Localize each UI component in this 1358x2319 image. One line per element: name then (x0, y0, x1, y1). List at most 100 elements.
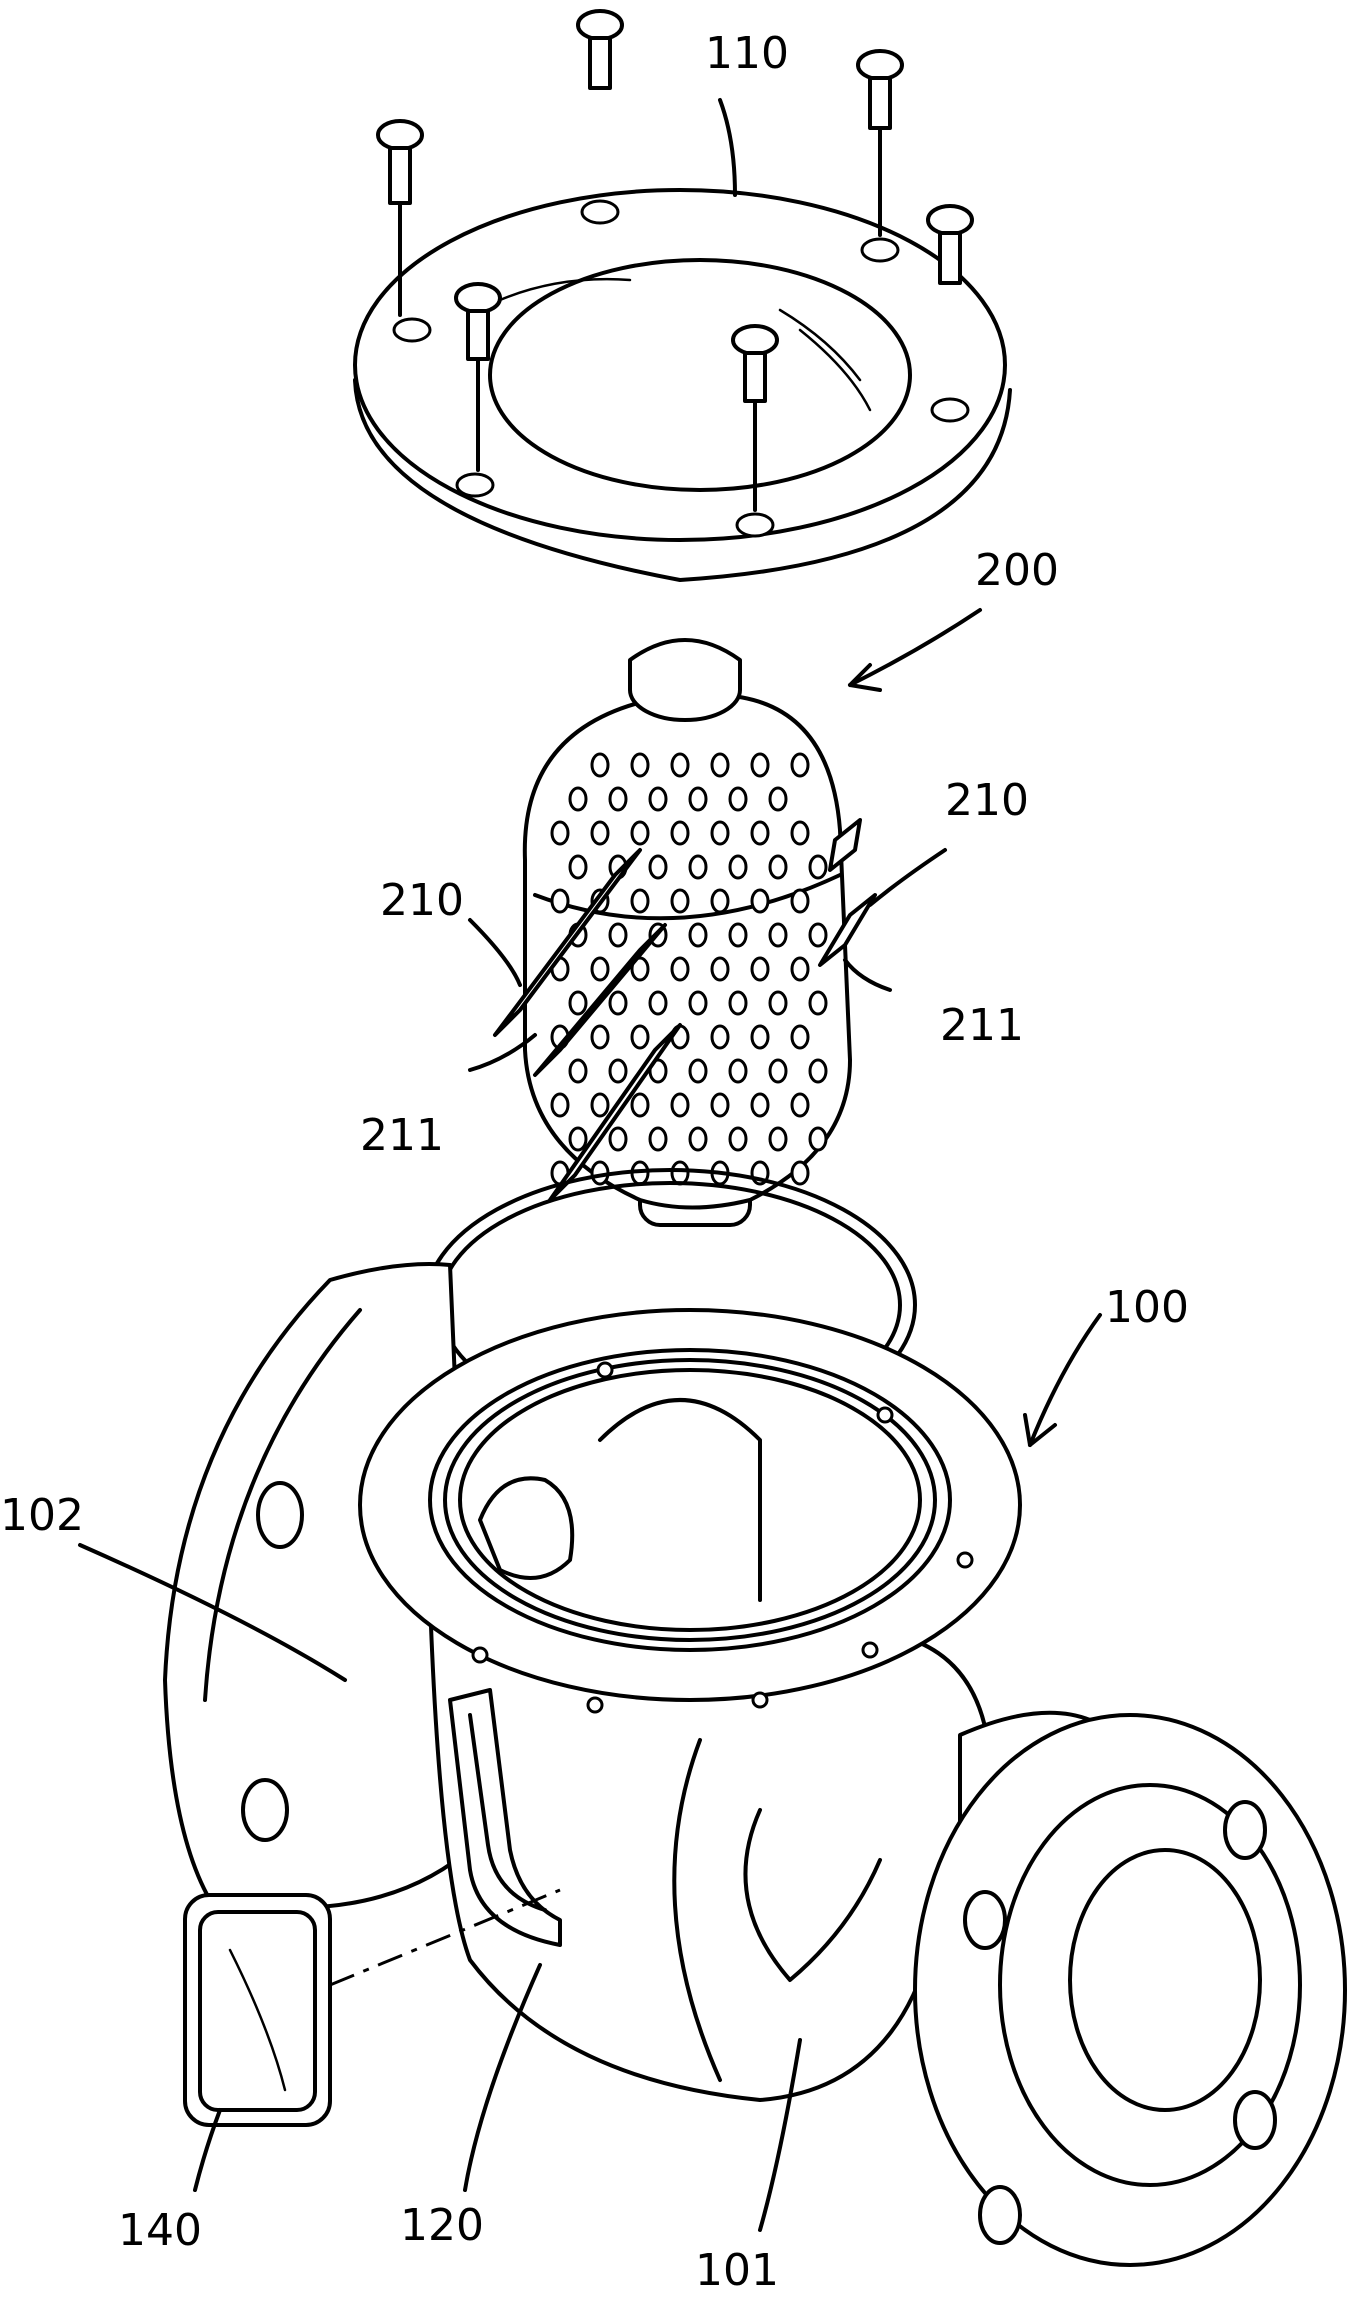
label-cover: 110 (705, 28, 789, 79)
perforation-hole (590, 820, 610, 846)
label-sight-glass: 140 (118, 2205, 202, 2256)
perforation-hole (688, 1058, 708, 1084)
perforation-hole (768, 1058, 788, 1084)
label-body: 100 (1105, 1282, 1189, 1333)
perforation-hole (750, 820, 770, 846)
perforation-hole (750, 752, 770, 778)
perforation-hole (790, 820, 810, 846)
perforation-hole (790, 956, 810, 982)
perforation-hole (670, 820, 690, 846)
perforation-hole (710, 752, 730, 778)
perforation-hole (808, 1126, 828, 1152)
perforation-hole (728, 786, 748, 812)
perforation-hole (768, 1126, 788, 1152)
perforation-hole (790, 1024, 810, 1050)
perforation-hole (790, 888, 810, 914)
perforation-hole (670, 752, 690, 778)
perforation-hole (750, 956, 770, 982)
center-line (329, 1888, 561, 1987)
perforation-hole (590, 956, 610, 982)
screw (376, 119, 424, 317)
perforation-hole (710, 956, 730, 982)
label-fin-upper-left: 210 (380, 875, 464, 926)
perforation-hole (568, 854, 588, 880)
perforation-hole (790, 752, 810, 778)
screw (576, 9, 624, 90)
perforation-hole (568, 1126, 588, 1152)
perforation-hole (630, 1024, 650, 1050)
label-fin-lower-left: 211 (360, 1110, 444, 1161)
perforation-hole (710, 888, 730, 914)
sight-glass (183, 1893, 332, 2127)
perforation-hole (808, 1058, 828, 1084)
perforation-hole (630, 1092, 650, 1118)
valve-body (163, 1262, 1347, 2267)
perforation-hole (688, 1126, 708, 1152)
perforation-hole (710, 820, 730, 846)
perforation-hole (568, 786, 588, 812)
cover-screws (376, 9, 974, 512)
strainer-fins (493, 818, 877, 1202)
perforation-hole (670, 1160, 690, 1186)
perforation-hole (710, 1092, 730, 1118)
perforation-hole (608, 1126, 628, 1152)
perforation-hole (630, 888, 650, 914)
perforation-hole (630, 752, 650, 778)
perforation-hole (790, 1160, 810, 1186)
label-window: 120 (400, 2200, 484, 2251)
perforation-hole (608, 786, 628, 812)
label-inlet: 102 (0, 1490, 84, 1541)
label-outlet: 101 (695, 2245, 779, 2296)
perforation-hole (750, 888, 770, 914)
perforation-hole (728, 1058, 748, 1084)
perforation-hole (568, 990, 588, 1016)
perforation-hole (790, 1092, 810, 1118)
perforation-hole (768, 922, 788, 948)
perforation-hole (808, 854, 828, 880)
perforation-hole (670, 888, 690, 914)
perforation-hole (550, 888, 570, 914)
perforation-hole (608, 1058, 628, 1084)
perforation-hole (768, 854, 788, 880)
perforation-hole (750, 1092, 770, 1118)
perforation-hole (590, 1092, 610, 1118)
perforation-hole (710, 1024, 730, 1050)
perforation-hole (568, 1058, 588, 1084)
perforation-hole (608, 990, 628, 1016)
cover-plate (353, 188, 1012, 582)
screw (856, 49, 904, 237)
screw (454, 282, 502, 472)
perforation-hole (550, 1092, 570, 1118)
perforation-hole (768, 990, 788, 1016)
perforation-hole (630, 820, 650, 846)
perforation-hole (728, 922, 748, 948)
label-fin-lower-right: 211 (940, 1000, 1024, 1051)
perforation-hole (670, 1092, 690, 1118)
perforation-hole (728, 854, 748, 880)
perforation-hole (750, 1024, 770, 1050)
perforation-hole (590, 752, 610, 778)
perforation-hole (608, 922, 628, 948)
perforation-hole (728, 1126, 748, 1152)
perforation-hole (648, 854, 668, 880)
perforation-hole (648, 786, 668, 812)
label-strainer: 200 (975, 545, 1059, 596)
screw (731, 324, 779, 512)
perforation-hole (688, 786, 708, 812)
perforation-hole (808, 990, 828, 1016)
leader-lines (78, 98, 1102, 2232)
perforation-hole (768, 786, 788, 812)
screw (926, 204, 974, 285)
perforation-hole (590, 1024, 610, 1050)
perforation-hole (648, 990, 668, 1016)
perforation-hole (550, 820, 570, 846)
perforation-hole (670, 956, 690, 982)
perforation-hole (728, 990, 748, 1016)
perforation-hole (688, 854, 708, 880)
perforation-hole (808, 922, 828, 948)
perforation-hole (688, 922, 708, 948)
perforation-hole (688, 990, 708, 1016)
perforation-hole (648, 1126, 668, 1152)
